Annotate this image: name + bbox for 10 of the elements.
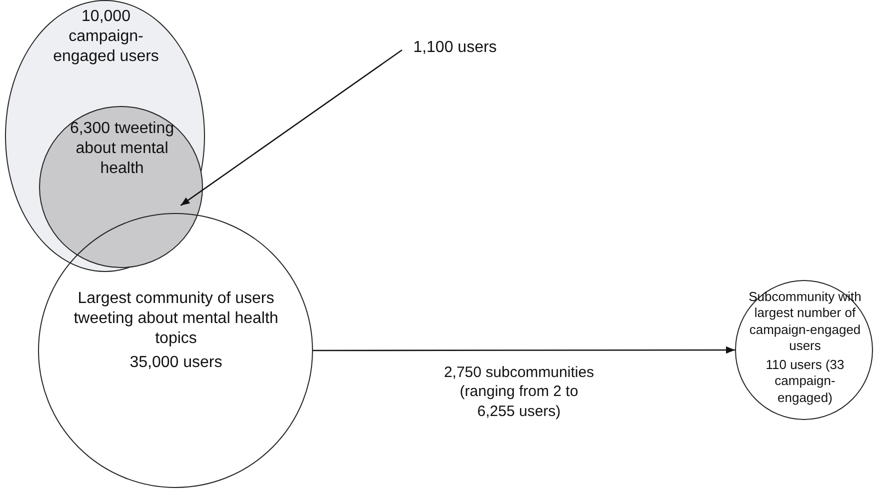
node-text: 110 users (33 campaign-engaged): [764, 357, 846, 406]
circle-shape: [735, 280, 873, 420]
node-text: 35,000 users: [128, 353, 224, 373]
arrow: [180, 49, 402, 206]
circle-shape: [38, 213, 313, 488]
node-text: 6,300 tweeting about mental health: [68, 119, 176, 179]
node-text: 10,000 campaign-engaged users: [52, 7, 160, 67]
node-text: Largest community of users tweeting about mental health topics: [72, 289, 280, 349]
callout-label: 1,100 users: [412, 38, 498, 58]
arrow: [313, 346, 735, 354]
